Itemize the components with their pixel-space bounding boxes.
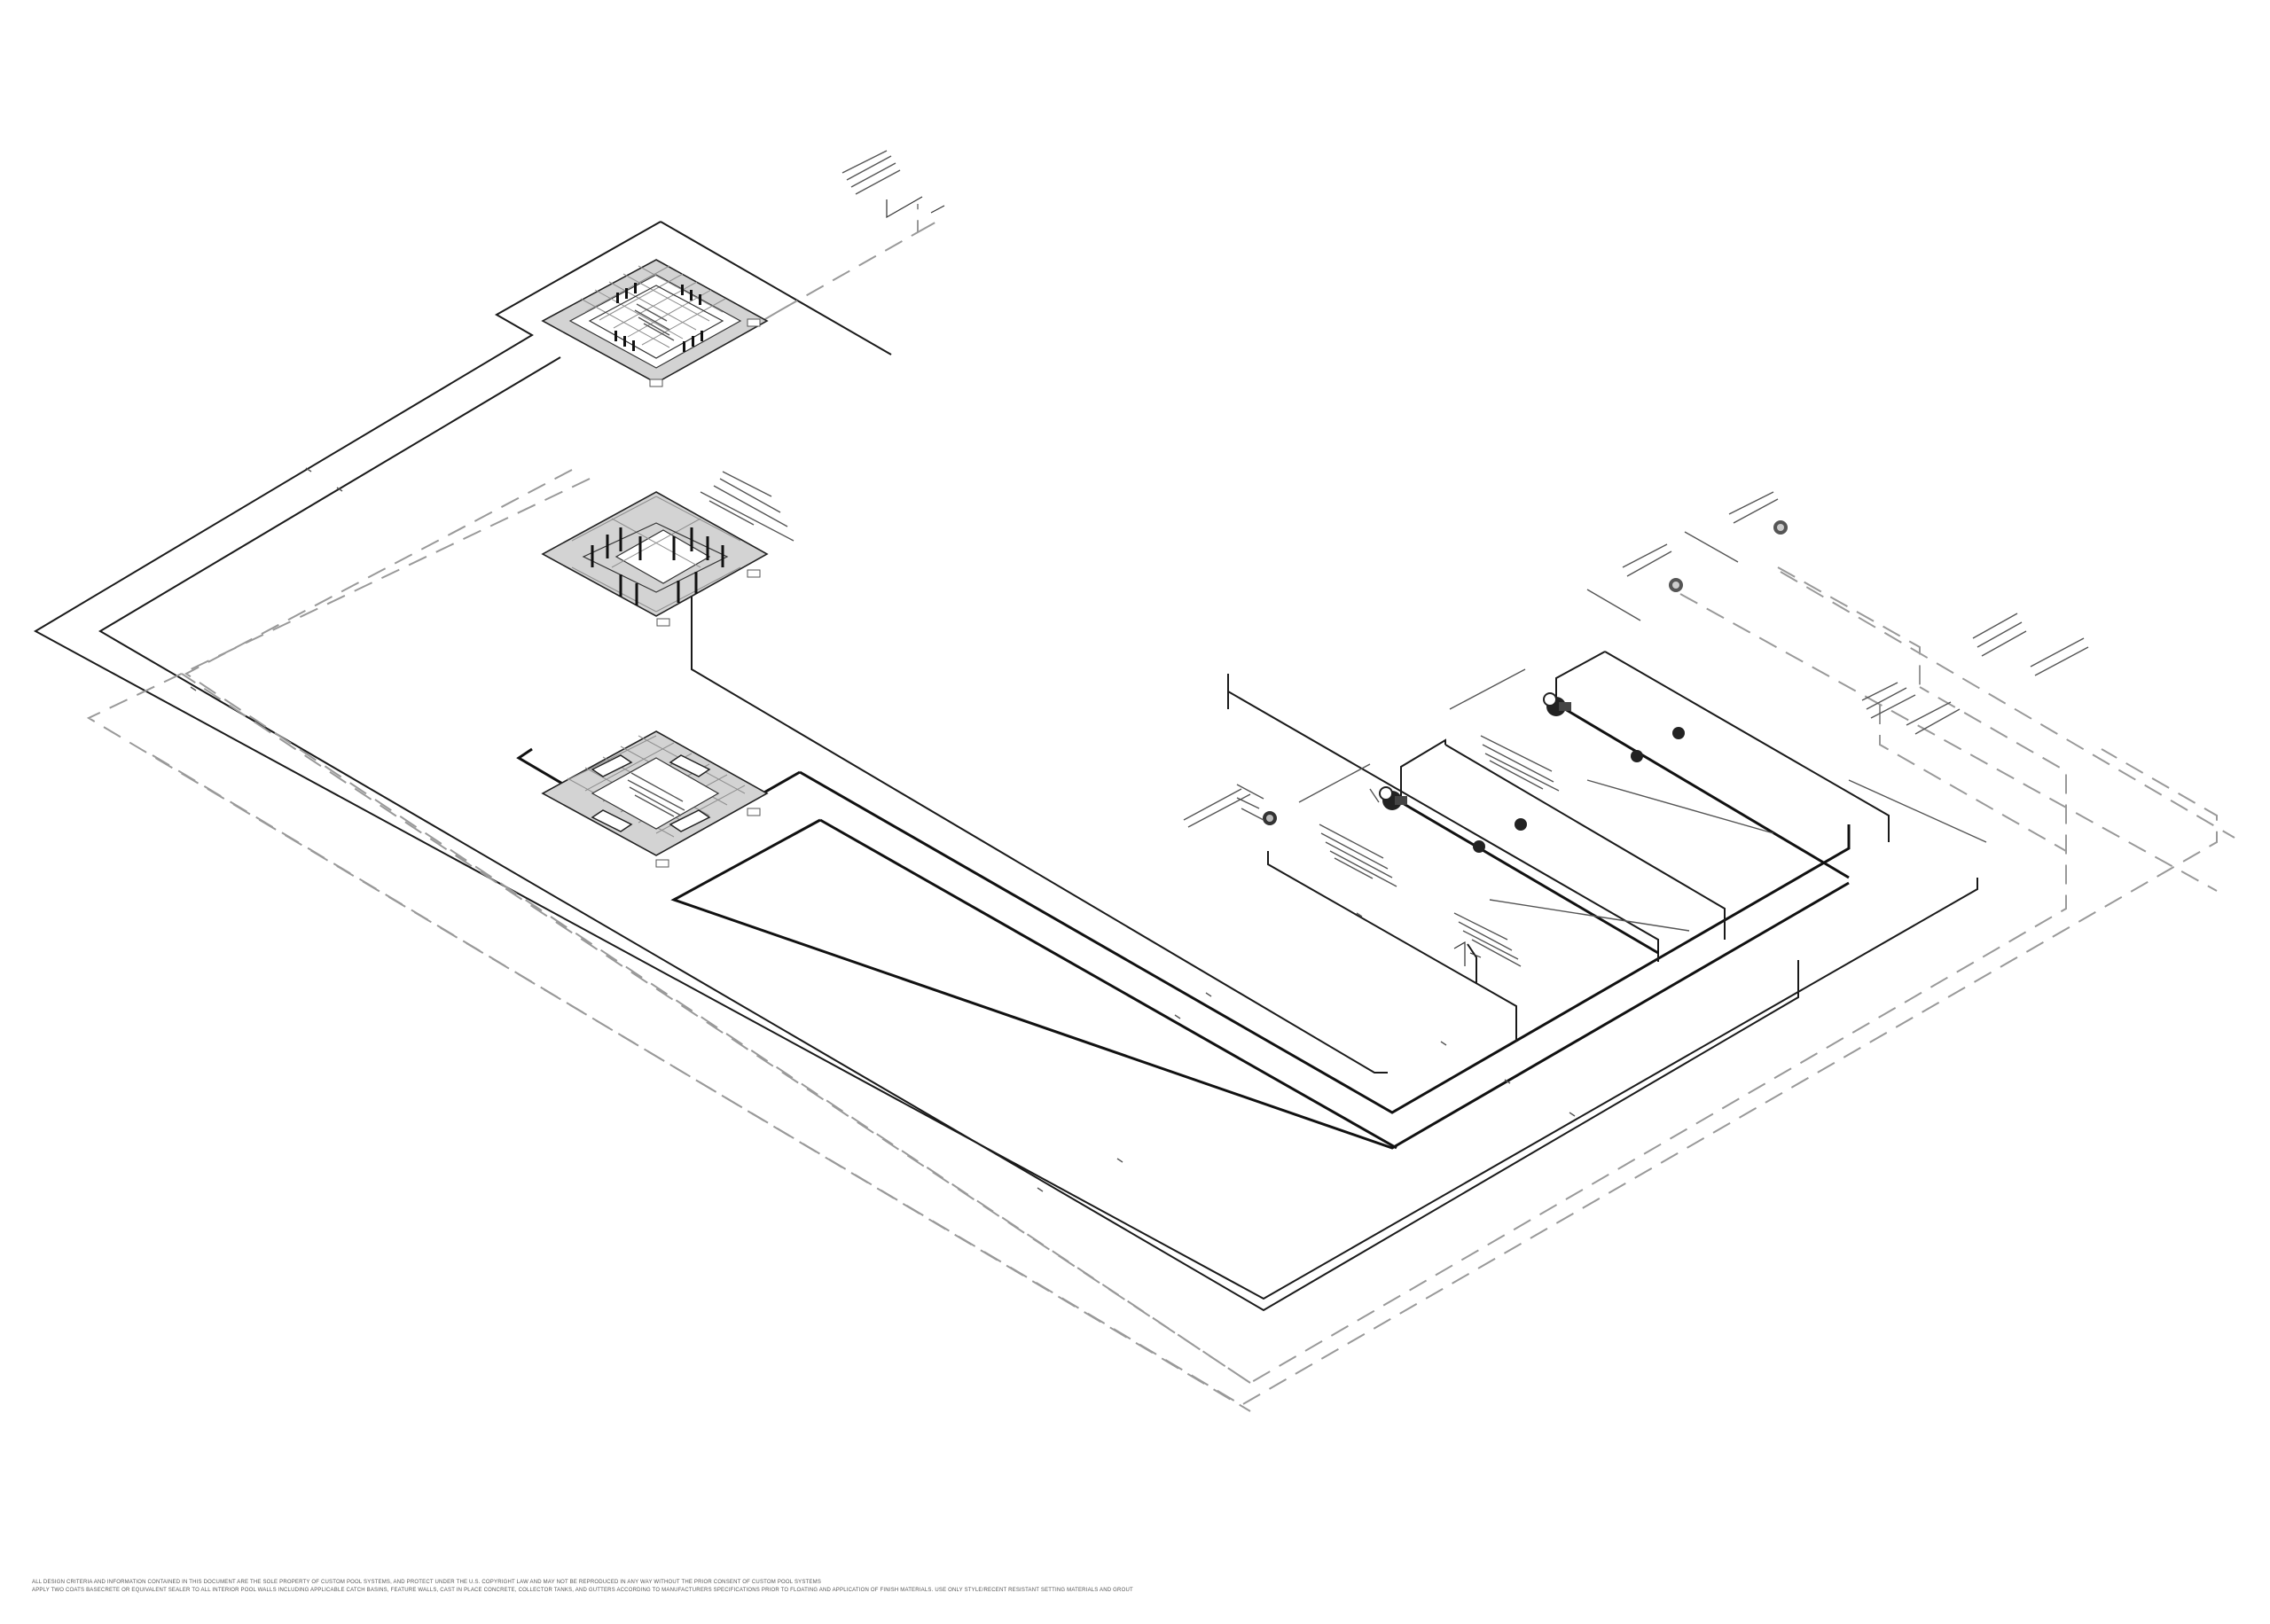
callout-notes (190, 150, 2089, 1192)
dashed-pipe-runs (86, 204, 2235, 1412)
pipe-outer-loop (33, 221, 1978, 1300)
pipe-middle-run (691, 589, 1388, 1074)
pump-icon (1543, 692, 1571, 716)
dashed-run-outer-b (86, 478, 2218, 1407)
pipe-valve-run (1227, 674, 1659, 962)
fitting-icon (1473, 727, 1685, 853)
nozzle-icon (1263, 520, 1788, 825)
pipe-branch-2 (1564, 707, 1850, 879)
pipe-return-a (1267, 851, 1517, 1042)
dashed-run-sprinkler (1679, 571, 2235, 892)
valve-icon (886, 196, 1482, 966)
dashed-run-outer-c (152, 754, 1251, 1412)
fixture-middle-basin (541, 491, 769, 627)
pump-icon (1379, 786, 1407, 810)
fixture-lower-basin (541, 730, 769, 868)
pipe-lower-loop-d (819, 818, 1397, 1150)
solid-pipe-runs (33, 221, 1978, 1312)
pipe-branch-5 (1400, 738, 1446, 802)
footer-disclaimer-line-1: ALL DESIGN CRITERIA AND INFORMATION CONT… (32, 1580, 822, 1585)
footer-disclaimer-line-2: APPLY TWO COATS BASECRETE OR EQUIVALENT … (32, 1588, 1133, 1593)
dashed-run-right (1777, 566, 2067, 852)
pipe-second-loop (98, 356, 1799, 1312)
pipe-lower-loop-b (799, 770, 1851, 1114)
dashed-run-outer-a (181, 469, 2067, 1385)
pipe-branch-3 (1444, 744, 1726, 940)
pipe-branch-4 (1604, 651, 1890, 842)
fixture-top-basin (541, 259, 769, 387)
pipe-return-b (1467, 943, 1477, 984)
pipe-branch-1 (1400, 800, 1659, 955)
pipe-lower-loop-c (670, 818, 1850, 1150)
